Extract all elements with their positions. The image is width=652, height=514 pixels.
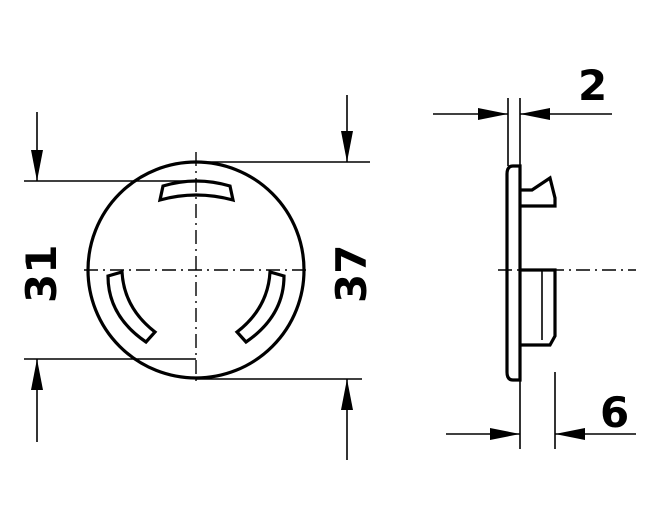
dim-31-arrow-bottom — [31, 359, 43, 390]
slot-left — [106, 269, 158, 345]
side-view: 2 6 — [433, 61, 636, 449]
latch-hook-upper — [520, 175, 557, 208]
dim-2-arrow-left — [478, 108, 508, 120]
dim-31-label: 31 — [17, 245, 66, 303]
dim-37-arrow-top — [341, 131, 353, 162]
dim-6-label: 6 — [600, 388, 629, 437]
dim-2-arrow-right — [520, 108, 550, 120]
dim-2-label: 2 — [578, 61, 607, 110]
dim-6-arrow-right — [555, 428, 585, 440]
plate-profile — [505, 164, 522, 382]
dim-6-arrow-left — [490, 428, 520, 440]
dim-31-arrow-top — [31, 150, 43, 181]
pin-body-lower — [520, 268, 557, 347]
slot-top — [157, 179, 236, 203]
slot-right — [234, 269, 286, 345]
dim-37-label: 37 — [327, 245, 376, 303]
front-view: 31 37 — [17, 95, 376, 460]
dim-37-arrow-bottom — [341, 379, 353, 410]
